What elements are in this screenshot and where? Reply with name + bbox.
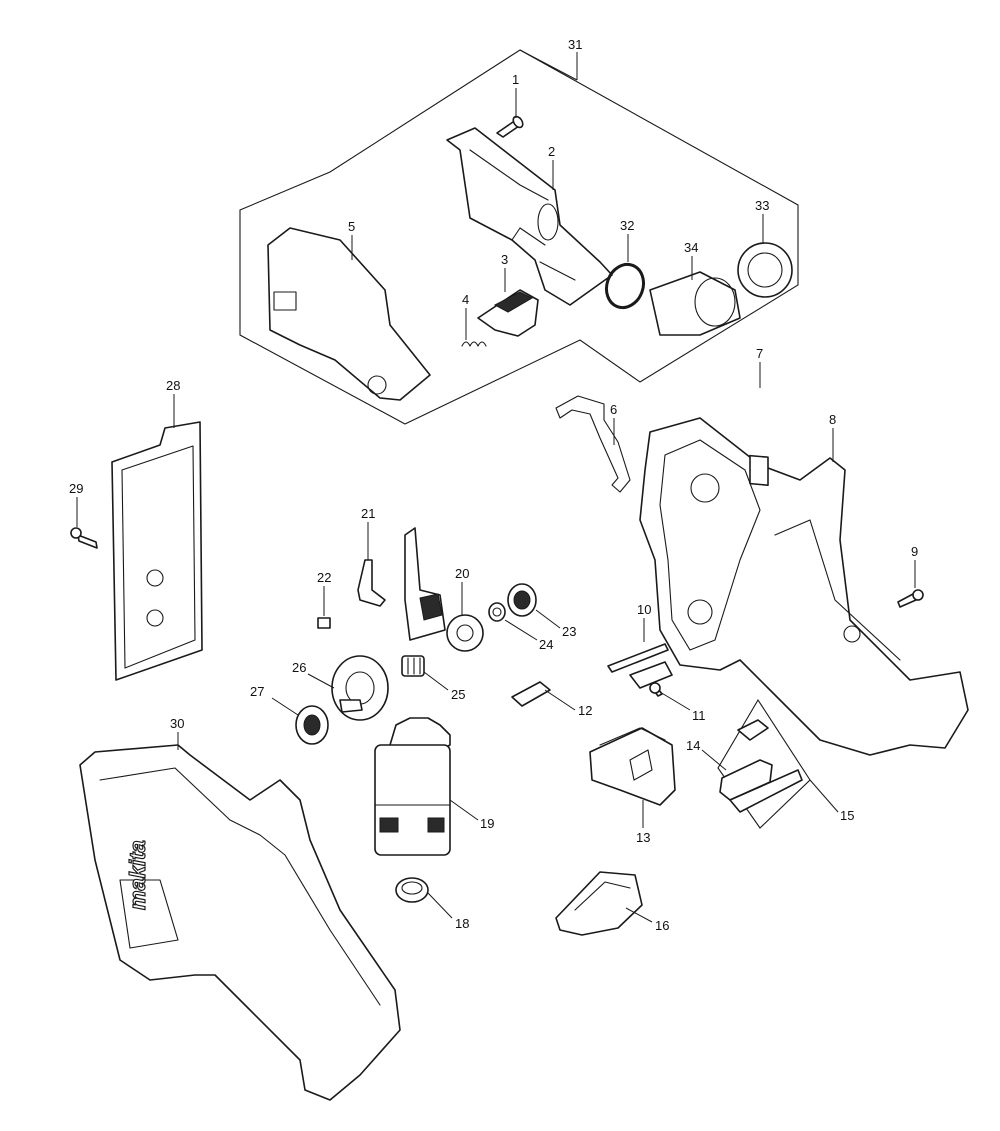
callout-19: 19 — [480, 816, 494, 831]
callout-26: 26 — [292, 660, 306, 675]
part-34-bushing — [649, 256, 741, 336]
part-8-housing-half — [639, 417, 969, 756]
part-22-screw — [317, 586, 331, 629]
callout-33: 33 — [755, 198, 769, 213]
part-20-bearing-retainer — [404, 527, 484, 652]
part-32-o-ring — [604, 234, 646, 310]
part-19-motor — [374, 717, 479, 856]
callout-1: 1 — [512, 72, 519, 87]
callout-29: 29 — [69, 481, 83, 496]
part-6-wire-hook — [555, 395, 631, 493]
callout-11: 11 — [692, 708, 706, 723]
callout-27: 27 — [250, 684, 264, 699]
part-29-screw — [70, 497, 98, 549]
callout-10: 10 — [637, 602, 651, 617]
part-5-blade-holder-cover — [267, 227, 431, 401]
part-28-side-plate — [111, 394, 203, 681]
part-24-washer — [488, 602, 538, 641]
part-30-outer-housing — [79, 732, 401, 1101]
part-11-screw — [629, 661, 691, 711]
part-7-label — [749, 362, 769, 486]
part-27-bearing — [271, 697, 329, 745]
part-3-lock-lever — [477, 268, 539, 337]
part-14-switch-trigger — [701, 719, 803, 813]
part-12-pin — [511, 681, 576, 711]
part-10-contact — [607, 618, 669, 673]
part-26-gear — [307, 655, 389, 721]
part-18-ring — [395, 877, 453, 919]
part-23-bearing — [507, 583, 561, 629]
callout-14: 14 — [686, 738, 700, 753]
callout-22: 22 — [317, 570, 331, 585]
callout-23: 23 — [562, 624, 576, 639]
callout-5: 5 — [348, 219, 355, 234]
part-2-gear-housing-cover — [446, 127, 613, 306]
callout-25: 25 — [451, 687, 465, 702]
part-9-screw — [897, 560, 924, 608]
callout-31: 31 — [568, 37, 582, 52]
callout-21: 21 — [361, 506, 375, 521]
callout-12: 12 — [578, 703, 592, 718]
part-16-lock-button — [555, 871, 653, 936]
part-25-needle-bearing — [401, 655, 449, 691]
callout-3: 3 — [501, 252, 508, 267]
callout-8: 8 — [829, 412, 836, 427]
callout-30: 30 — [170, 716, 184, 731]
part-33-cap — [737, 214, 793, 298]
callout-28: 28 — [166, 378, 180, 393]
callout-4: 4 — [462, 292, 469, 307]
callout-6: 6 — [610, 402, 617, 417]
callout-2: 2 — [548, 144, 555, 159]
callout-32: 32 — [620, 218, 634, 233]
callout-20: 20 — [455, 566, 469, 581]
callout-24: 24 — [539, 637, 553, 652]
callout-7: 7 — [756, 346, 763, 361]
callout-34: 34 — [684, 240, 698, 255]
callout-13: 13 — [636, 830, 650, 845]
part-13-switch — [589, 727, 676, 828]
callout-9: 9 — [911, 544, 918, 559]
callout-16: 16 — [655, 918, 669, 933]
callout-labels: 31 1 2 33 32 5 34 3 4 7 28 6 8 29 21 9 2… — [69, 37, 918, 933]
part-4-spring — [461, 308, 487, 347]
callout-18: 18 — [455, 916, 469, 931]
callout-15: 15 — [840, 808, 854, 823]
part-1-screw — [496, 88, 524, 138]
assembly-group-31 — [239, 49, 799, 425]
part-21-bracket — [357, 522, 386, 607]
brand-logo: makita — [125, 840, 150, 910]
